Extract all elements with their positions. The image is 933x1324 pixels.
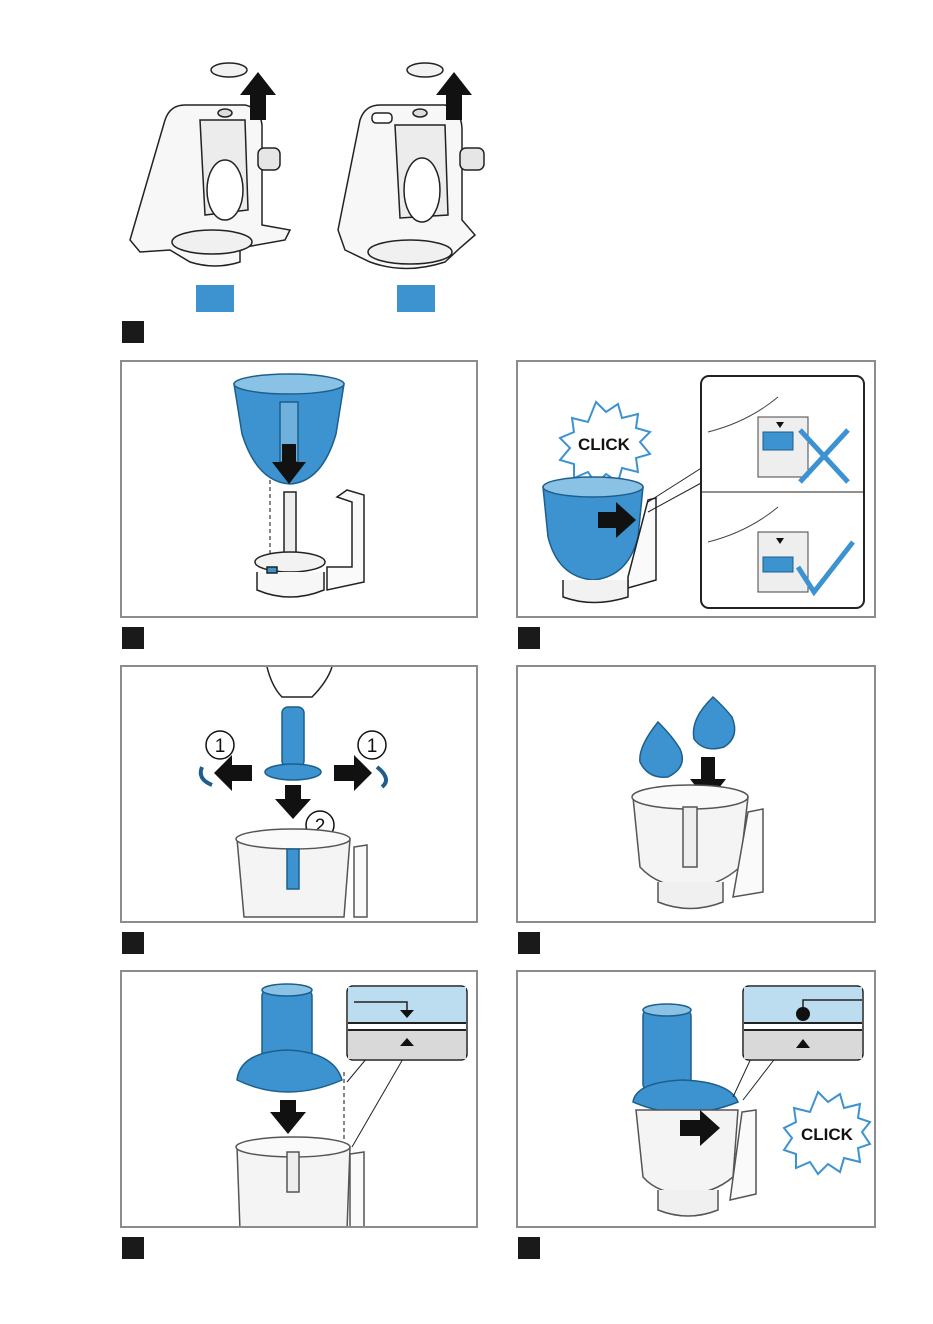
bowl-clear [236, 829, 367, 917]
blade-assembly [265, 707, 321, 780]
left-arrow-icon [214, 755, 252, 791]
click-label-top: CLICK [578, 435, 631, 454]
lid-locked [633, 1004, 738, 1113]
variant-badge-b [397, 285, 435, 312]
variant-badge-a [196, 285, 234, 312]
panel-place-lid [120, 970, 478, 1228]
panel-add-food [516, 665, 876, 923]
step-number-1-right: 1 [367, 736, 378, 757]
step-badge [122, 1237, 144, 1259]
panel-lock-lid: CLICK [516, 970, 876, 1228]
right-arrow-icon [334, 755, 372, 791]
panel-lock-bowl: CLICK [516, 360, 876, 618]
base-units-illustration [0, 0, 933, 360]
step-number-1-left: 1 [215, 736, 226, 757]
step-badge [518, 627, 540, 649]
base-stand [255, 490, 364, 597]
bowl-locked [543, 477, 643, 580]
alignment-dot-icon [796, 1007, 810, 1021]
bowl-clear [236, 1137, 364, 1228]
step-badge [122, 321, 144, 343]
click-label-bottom: CLICK [801, 1125, 854, 1144]
step-badge [122, 627, 144, 649]
down-arrow-icon [270, 1100, 306, 1134]
down-arrow-icon [275, 785, 311, 819]
hands [267, 667, 332, 697]
panel-insert-blade: 1 1 2 [120, 665, 478, 923]
step-badge [518, 1237, 540, 1259]
step-badge [122, 932, 144, 954]
bowl-clear [632, 785, 763, 909]
panel-attach-bowl [120, 360, 478, 618]
lid [237, 984, 342, 1092]
step-badge [518, 932, 540, 954]
